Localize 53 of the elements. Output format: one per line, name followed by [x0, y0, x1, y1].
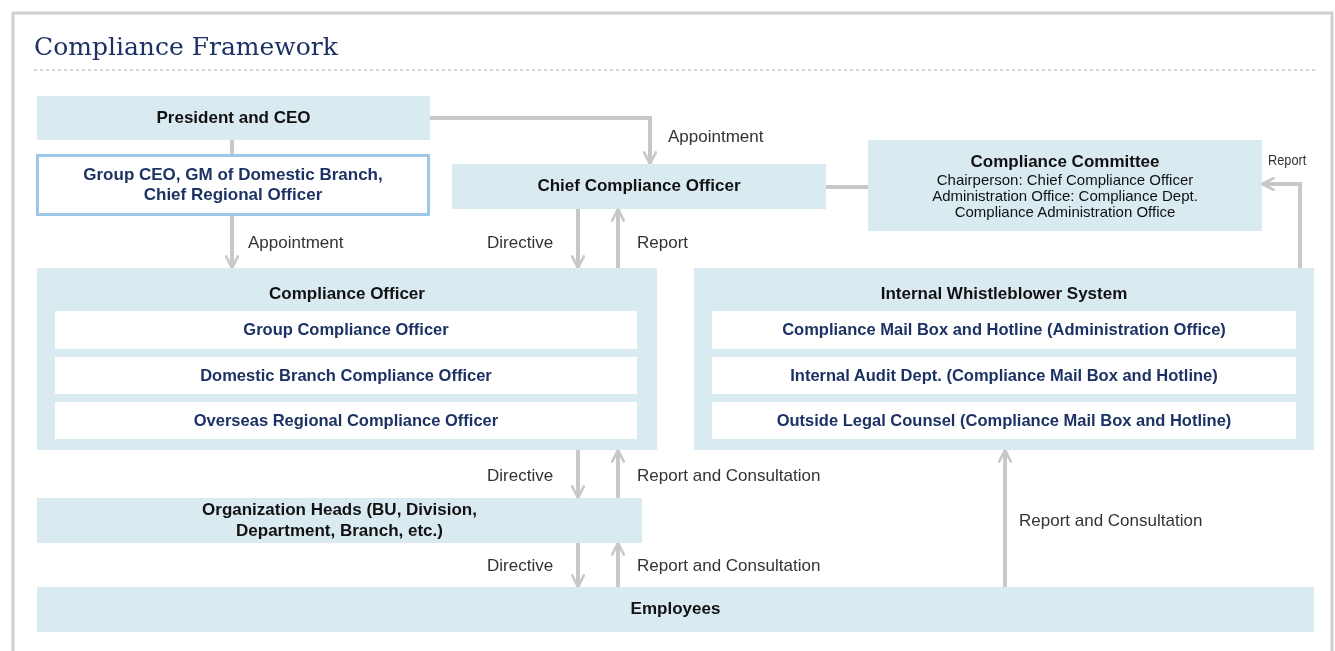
box-label: Domestic Branch Compliance Officer	[199, 365, 493, 386]
arrow	[570, 209, 586, 270]
box-label: President and CEO	[155, 107, 312, 129]
org-box	[712, 402, 1296, 439]
edge-label: Directive	[487, 557, 554, 574]
box-label: Chief Compliance Officer	[536, 176, 742, 197]
group-panel	[37, 268, 657, 450]
edge-label: Report	[637, 234, 689, 251]
box-label: Compliance Mail Box and Hotline (Administration Office)	[781, 320, 1227, 340]
edge-label: Appointment	[248, 234, 344, 251]
arrow	[610, 541, 626, 587]
edge-label: Report and Consultation	[1019, 512, 1203, 529]
org-box	[712, 357, 1296, 394]
box-label: Group Compliance Officer	[242, 320, 450, 340]
edge-label: Report and Consultation	[637, 467, 821, 484]
edge-label: Report and Consultation	[637, 557, 821, 574]
box-detail: Chairperson: Chief Compliance Officer	[935, 172, 1195, 188]
box-label: Internal Whistleblower System	[879, 284, 1129, 305]
edge-label: Report	[1268, 152, 1307, 167]
org-box	[55, 402, 637, 439]
arrow	[570, 450, 586, 500]
edge-label: Directive	[487, 467, 554, 484]
arrow	[430, 116, 658, 166]
box-label: Employees	[629, 599, 722, 620]
edge-label: Appointment	[668, 128, 764, 145]
box-label: Compliance Committee	[969, 151, 1161, 173]
org-box	[712, 311, 1296, 349]
box-detail: Compliance Administration Office	[953, 203, 1176, 220]
org-box	[37, 498, 642, 543]
org-box	[37, 96, 430, 140]
org-box	[55, 311, 637, 349]
group-panel	[694, 268, 1314, 450]
arrow	[997, 448, 1013, 587]
box-label: Overseas Regional Compliance Officer	[192, 410, 500, 431]
org-box	[37, 587, 1314, 632]
org-box	[36, 154, 430, 216]
box-label: Compliance Officer	[268, 284, 426, 305]
box-label: Internal Audit Dept. (Compliance Mail Box and Hotline)	[789, 365, 1219, 386]
org-box	[55, 357, 637, 394]
arrow	[224, 216, 240, 270]
arrow	[610, 448, 626, 498]
box-label: Outside Legal Counsel (Compliance Mail Box and Hotline)	[775, 410, 1233, 431]
box-detail: Administration Office: Compliance Dept.	[931, 187, 1199, 204]
arrow	[610, 207, 626, 268]
edge-label: Directive	[487, 234, 554, 251]
org-box	[868, 140, 1262, 231]
connector-line	[826, 185, 868, 189]
org-box	[452, 164, 826, 209]
connector-line	[230, 140, 234, 154]
arrow	[570, 543, 586, 589]
title: Compliance Framework	[34, 32, 338, 61]
box-label: Organization Heads (BU, Division, Department, Branch, etc.)	[201, 500, 478, 541]
box-label: Group CEO, GM of Domestic Branch, Chief Regional Officer	[82, 164, 384, 206]
